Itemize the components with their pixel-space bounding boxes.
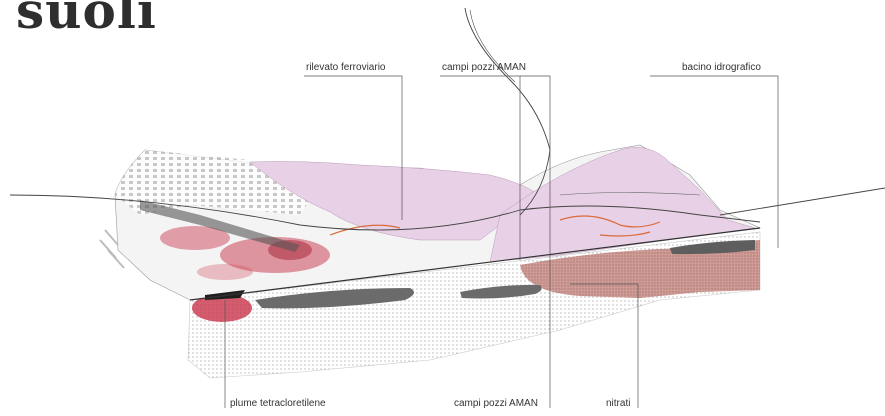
- label-bacino-idrografico: bacino idrografico: [682, 62, 761, 73]
- contamination-patch: [197, 264, 253, 280]
- railway-line: [720, 188, 885, 215]
- label-plume-tetracloretilene: plume tetracloretilene: [230, 398, 326, 409]
- label-campi-pozzi-top: campi pozzi AMAN: [442, 62, 526, 73]
- label-rilevato-ferroviario: rilevato ferroviario: [306, 62, 385, 73]
- label-nitrati: nitrati: [606, 398, 630, 409]
- label-campi-pozzi-bottom: campi pozzi AMAN: [454, 398, 538, 409]
